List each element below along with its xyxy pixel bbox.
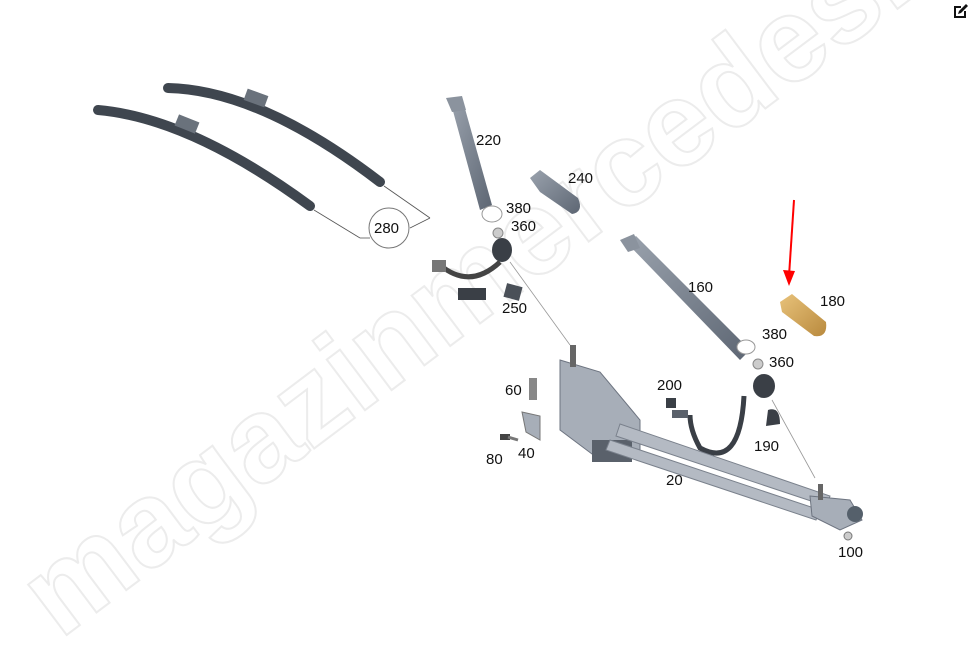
part-label-200[interactable]: 200 <box>657 377 683 394</box>
part-label-180[interactable]: 180 <box>820 293 846 310</box>
part-label-60[interactable]: 60 <box>505 382 522 399</box>
wiper-blades-280 <box>93 83 431 249</box>
part-label-80[interactable]: 80 <box>486 451 503 468</box>
part-label-40[interactable]: 40 <box>518 445 535 462</box>
red-arrow <box>783 199 795 286</box>
part-label-240[interactable]: 240 <box>568 170 594 187</box>
part-label-250[interactable]: 250 <box>502 300 528 317</box>
part-label-380[interactable]: 380 <box>762 326 788 343</box>
part-label-190[interactable]: 190 <box>754 438 780 455</box>
cover-cap-240 <box>530 170 580 214</box>
wiper-arm-220 <box>432 96 523 301</box>
part-label-380[interactable]: 380 <box>506 200 532 217</box>
small-parts <box>500 378 688 442</box>
part-label-220[interactable]: 220 <box>476 132 502 149</box>
wiper-linkage-20 <box>559 345 863 541</box>
edit-icon[interactable] <box>952 2 970 20</box>
part-label-360[interactable]: 360 <box>511 218 537 235</box>
wiper-arm-160 <box>620 234 780 456</box>
part-label-280[interactable]: 280 <box>374 220 400 237</box>
part-label-20[interactable]: 20 <box>666 472 683 489</box>
part-label-360[interactable]: 360 <box>769 354 795 371</box>
part-label-160[interactable]: 160 <box>688 279 714 296</box>
cover-cap-180 <box>780 294 827 337</box>
part-label-100[interactable]: 100 <box>838 544 864 561</box>
